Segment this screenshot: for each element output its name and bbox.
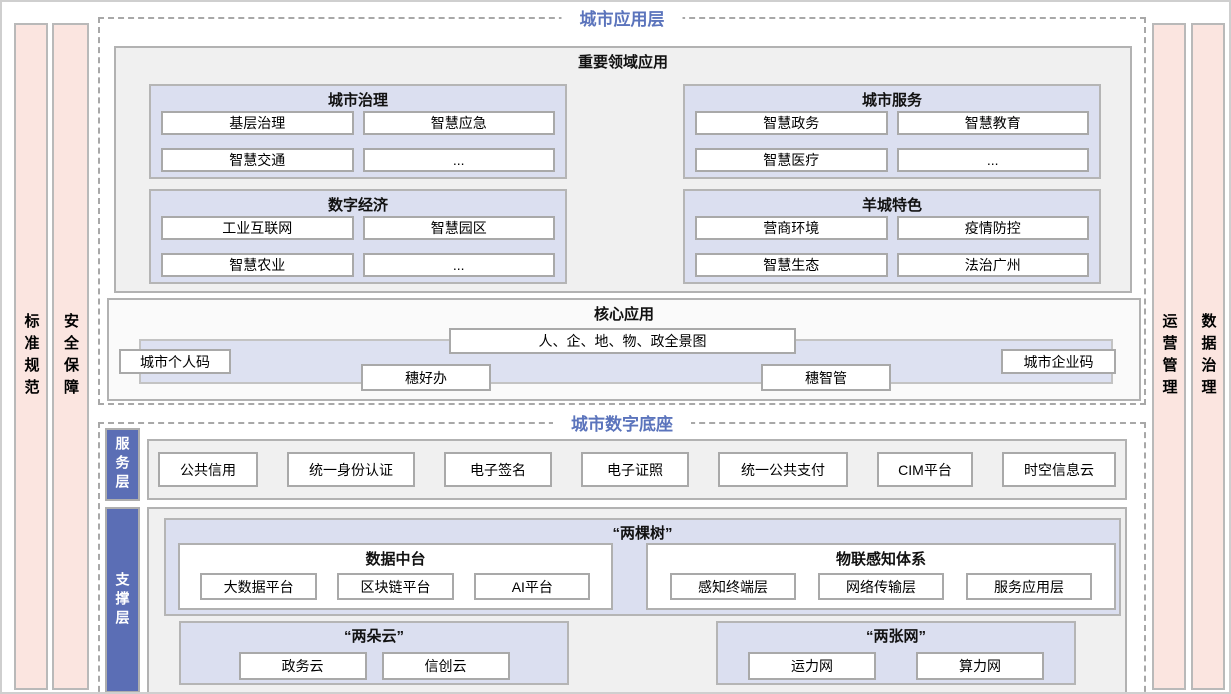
- service-item: 统一身份认证: [287, 452, 415, 487]
- two-clouds-box: “两朵云” 政务云 信创云: [179, 621, 569, 685]
- domain-item: 智慧应急: [362, 111, 555, 135]
- core-apps-title: 核心应用: [593, 306, 654, 323]
- platform-item: 区块链平台: [337, 573, 454, 600]
- iot-perception-box: 物联感知体系 感知终端层 网络传输层 服务应用层: [646, 543, 1116, 610]
- domain-item: 疫情防控: [896, 216, 1089, 240]
- service-layer-panel: 公共信用 统一身份认证 电子签名 电子证照 统一公共支付 CIM平台 时空信息云: [147, 439, 1127, 500]
- domain-group-title: 羊城特色: [861, 197, 922, 214]
- support-layer-label: 支撑层: [114, 571, 131, 629]
- support-layer-panel: “两棵树” 数据中台 大数据平台 区块链平台 AI平台 物联感知体系 感知终端层…: [147, 507, 1127, 692]
- network-item: 运力网: [748, 652, 876, 680]
- service-layer-row: 公共信用 统一身份认证 电子签名 电子证照 统一公共支付 CIM平台 时空信息云: [149, 441, 1125, 498]
- domain-item: 法治广州: [896, 253, 1089, 277]
- service-item: 电子证照: [581, 452, 689, 487]
- service-item: 统一公共支付: [718, 452, 848, 487]
- two-networks-row: 运力网 算力网: [718, 652, 1074, 680]
- suihaoban-box: 穗好办: [361, 364, 491, 391]
- domain-group-grid: 智慧政务 智慧教育 智慧医疗 ...: [685, 108, 1099, 172]
- domain-group-title: 数字经济: [327, 197, 388, 214]
- domain-group-yangcheng-features: 羊城特色 营商环境 疫情防控 智慧生态 法治广州: [683, 189, 1101, 284]
- platform-item: 网络传输层: [818, 573, 944, 600]
- service-item: CIM平台: [877, 452, 973, 487]
- sidebar-data-governance: 数据治理: [1191, 23, 1225, 690]
- important-domains-title: 重要领域应用: [577, 54, 668, 71]
- domain-item-ellipsis: ...: [362, 253, 555, 277]
- domain-item-ellipsis: ...: [362, 148, 555, 172]
- sidebar-standards-label: 标准规范: [22, 312, 40, 401]
- two-networks-title: “两张网”: [865, 628, 926, 645]
- important-domains-panel: 重要领域应用 城市治理 基层治理 智慧应急 智慧交通 ... 城市服务 智慧政务…: [114, 46, 1132, 293]
- platform-item: 服务应用层: [966, 573, 1092, 600]
- domain-item-ellipsis: ...: [896, 148, 1089, 172]
- iot-perception-row: 感知终端层 网络传输层 服务应用层: [648, 573, 1114, 600]
- domain-group-grid: 基层治理 智慧应急 智慧交通 ...: [151, 108, 565, 172]
- domain-item: 智慧农业: [161, 253, 354, 277]
- domain-group-digital-economy: 数字经济 工业互联网 智慧园区 智慧农业 ...: [149, 189, 567, 284]
- two-trees-box: “两棵树” 数据中台 大数据平台 区块链平台 AI平台 物联感知体系 感知终端层…: [164, 518, 1121, 616]
- cloud-item: 信创云: [381, 652, 510, 680]
- platform-item: 大数据平台: [200, 573, 317, 600]
- platform-item: 感知终端层: [670, 573, 796, 600]
- domain-group-grid: 营商环境 疫情防控 智慧生态 法治广州: [685, 213, 1099, 277]
- digital-base-title: 城市数字底座: [553, 410, 691, 435]
- two-networks-box: “两张网” 运力网 算力网: [716, 621, 1076, 685]
- service-item: 电子签名: [444, 452, 552, 487]
- data-middle-platform-box: 数据中台 大数据平台 区块链平台 AI平台: [178, 543, 613, 610]
- service-layer-label: 服务层: [114, 436, 131, 493]
- domain-item: 智慧政务: [695, 111, 888, 135]
- domain-item: 智慧园区: [362, 216, 555, 240]
- network-item: 算力网: [916, 652, 1044, 680]
- two-clouds-row: 政务云 信创云: [181, 652, 567, 680]
- support-layer-tab: 支撑层: [105, 507, 140, 692]
- domain-group-title: 城市治理: [327, 92, 388, 109]
- domain-item: 智慧教育: [896, 111, 1089, 135]
- domain-item: 智慧生态: [695, 253, 888, 277]
- domain-group-title: 城市服务: [861, 92, 922, 109]
- sidebar-data-governance-label: 数据治理: [1199, 312, 1217, 401]
- sidebar-security: 安全保障: [52, 23, 89, 690]
- app-layer-title: 城市应用层: [561, 5, 683, 30]
- digital-base-section: 城市数字底座: [98, 410, 1146, 692]
- domain-group-city-governance: 城市治理 基层治理 智慧应急 智慧交通 ...: [149, 84, 567, 179]
- iot-perception-title: 物联感知体系: [835, 551, 926, 568]
- domain-item: 智慧交通: [161, 148, 354, 172]
- service-item: 时空信息云: [1002, 452, 1116, 487]
- sidebar-security-label: 安全保障: [62, 312, 79, 401]
- two-trees-title: “两棵树”: [612, 525, 673, 542]
- domain-item: 智慧医疗: [695, 148, 888, 172]
- platform-item: AI平台: [474, 573, 591, 600]
- service-layer-tab: 服务层: [105, 428, 140, 501]
- domain-group-grid: 工业互联网 智慧园区 智慧农业 ...: [151, 213, 565, 277]
- app-layer-section: 城市应用层 重要领域应用 城市治理 基层治理 智慧应急 智慧交通 ... 城市服…: [98, 5, 1146, 405]
- data-middle-platform-title: 数据中台: [365, 551, 426, 568]
- suizhiguan-box: 穗智管: [761, 364, 891, 391]
- domain-item: 工业互联网: [161, 216, 354, 240]
- sidebar-standards: 标准规范: [14, 23, 48, 690]
- sidebar-operations-label: 运营管理: [1160, 312, 1178, 401]
- city-enterprise-code-box: 城市企业码: [1001, 349, 1116, 374]
- domain-group-city-services: 城市服务 智慧政务 智慧教育 智慧医疗 ...: [683, 84, 1101, 179]
- service-item: 公共信用: [158, 452, 258, 487]
- domain-item: 营商环境: [695, 216, 888, 240]
- panorama-box: 人、企、地、物、政全景图: [449, 328, 796, 354]
- core-apps-panel: 核心应用 人、企、地、物、政全景图 城市个人码 穗好办 穗智管 城市企业码: [107, 298, 1141, 401]
- two-clouds-title: “两朵云”: [343, 628, 404, 645]
- cloud-item: 政务云: [238, 652, 367, 680]
- data-middle-platform-row: 大数据平台 区块链平台 AI平台: [180, 573, 611, 600]
- sidebar-operations: 运营管理: [1152, 23, 1186, 690]
- domain-item: 基层治理: [161, 111, 354, 135]
- city-personal-code-box: 城市个人码: [119, 349, 231, 374]
